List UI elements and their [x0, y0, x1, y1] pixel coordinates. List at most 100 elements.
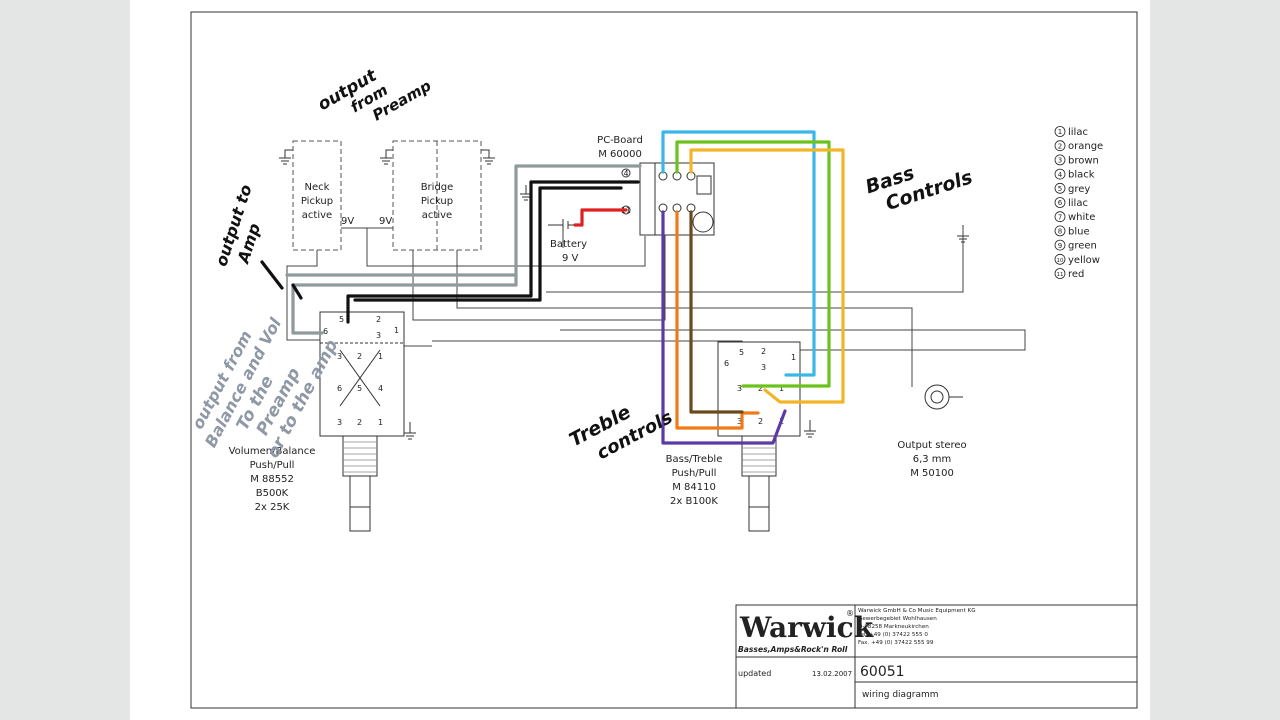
vol-pin-5: 5: [339, 315, 344, 324]
wire-orange: [675, 210, 760, 430]
vol-bot-3: 3: [337, 418, 342, 427]
output-jack: Output stereo 6,3 mm M 50100: [897, 384, 967, 479]
company-line3: D-08258 Markneukirchen: [858, 624, 929, 630]
wire-brown: [689, 210, 744, 414]
bass-treble-pot: 5 2 6 3 1 3 2 1 3 2 1 Bass/Treble Push/P…: [666, 341, 801, 532]
bt-mid-3: 3: [737, 384, 742, 393]
bt-pot-line1: Bass/Treble: [666, 454, 723, 465]
bt-pot-line4: 2x B100K: [670, 496, 718, 507]
neck-pickup-line1: Neck: [305, 182, 330, 193]
battery-label: Battery: [550, 239, 587, 250]
voltage-label-b: 9V: [379, 216, 392, 227]
legend-badge: [1054, 239, 1066, 251]
annotation-output-to-amp: output to Amp: [211, 182, 264, 268]
wire-yellow: [689, 148, 845, 404]
legend-badge: [1054, 168, 1066, 180]
wire-black: [291, 180, 640, 324]
vol-pot-line1: Volumen/Balance: [229, 446, 316, 457]
pc-pin-top: 4: [623, 169, 628, 178]
bt-pot-line3: M 84110: [672, 482, 716, 493]
vol-pot-line3: M 88552: [250, 474, 294, 485]
bt-pin-1: 1: [791, 353, 796, 362]
neck-pickup: Neck Pickup active: [292, 140, 342, 251]
legend-badge: [1054, 197, 1066, 208]
vol-pin-1: 1: [394, 326, 399, 335]
vol-pot-line5: 2x 25K: [255, 502, 290, 513]
vol-pin-2: 2: [376, 315, 381, 324]
bridge-pickup-line1: Bridge: [421, 182, 454, 193]
legend-number: 5: [1058, 185, 1062, 193]
bt-pin-3: 3: [761, 363, 766, 372]
ground-symbols: [279, 149, 969, 440]
legend-badge: [1054, 126, 1066, 137]
bt-mid-1: 1: [779, 384, 784, 393]
legend-number: 9: [1058, 242, 1062, 250]
annotation-balance-note: output from Balance and Vol To the Pream…: [188, 314, 342, 461]
legend-number: 10: [1057, 258, 1064, 264]
company-line2: Gewerbegebiet Wohlhausen: [858, 616, 937, 622]
pc-board-part: M 60000: [598, 149, 642, 160]
drawing-title: wiring diagramm: [862, 690, 939, 700]
vol-bot-2: 2: [357, 418, 362, 427]
vol-pot-line4: B500K: [256, 488, 289, 499]
bt-pin-2: 2: [761, 347, 766, 356]
bt-pin-5: 5: [739, 348, 744, 357]
legend-label: grey: [1068, 184, 1090, 195]
legend-number: 2: [1058, 142, 1062, 150]
title-block: Warwick ® Basses,Amps&Rock'n Roll Warwic…: [735, 604, 1138, 709]
vol-pin-3: 3: [376, 331, 381, 340]
wire-lilac: [661, 210, 787, 445]
legend-label: blue: [1068, 226, 1090, 237]
vol-cross-4: 4: [378, 384, 383, 393]
vol-pin-6: 6: [323, 327, 328, 336]
bridge-pickup-line2: Pickup: [421, 196, 453, 207]
company-line4: Tel. +49 (0) 37422 555 0: [857, 632, 928, 638]
bridge-pickup: Bridge Pickup active: [392, 140, 482, 251]
vol-mid-2: 2: [357, 352, 362, 361]
colored-wires: [260, 130, 845, 445]
legend-label: green: [1068, 241, 1097, 252]
slide: [130, 0, 1150, 720]
legend-number: 11: [1057, 272, 1064, 278]
vol-pot-line2: Push/Pull: [250, 460, 295, 471]
wire-red: [573, 208, 628, 227]
warwick-tagline: Basses,Amps&Rock'n Roll: [738, 645, 848, 654]
bt-mid-2: 2: [758, 384, 763, 393]
jack-line3: M 50100: [910, 468, 954, 479]
vol-mid-1: 1: [378, 352, 383, 361]
annotation-output-from-preamp: output from Preamp: [314, 65, 434, 124]
pc-board-title: PC-Board: [597, 135, 643, 146]
bt-pot-line2: Push/Pull: [672, 468, 717, 479]
legend-label: red: [1068, 269, 1084, 280]
drawing-frame: [190, 11, 1138, 709]
vol-bot-1: 1: [378, 418, 383, 427]
company-line5: Fax. +49 (0) 37422 555 99: [858, 640, 934, 646]
legend-number: 8: [1058, 228, 1062, 236]
legend-badge: [1054, 211, 1066, 223]
bt-bot-2: 2: [758, 417, 763, 426]
legend-number: 6: [1058, 199, 1063, 207]
legend-label: orange: [1068, 141, 1103, 152]
legend-badge: [1054, 268, 1066, 279]
voltage-label-a: 9V: [341, 216, 354, 227]
legend-number: 4: [1058, 171, 1063, 179]
neck-pickup-line3: active: [302, 210, 332, 221]
legend-label: brown: [1068, 155, 1099, 166]
registered-mark: ®: [846, 609, 854, 618]
legend-number: 7: [1058, 213, 1062, 221]
wire-black-amp: [260, 260, 284, 290]
legend-label: lilac: [1068, 198, 1088, 209]
jack-line2: 6,3 mm: [913, 454, 952, 465]
wire-green: [675, 140, 831, 388]
neck-pickup-line2: Pickup: [301, 196, 333, 207]
jack-line1: Output stereo: [897, 440, 966, 451]
bridge-pickup-line3: active: [422, 210, 452, 221]
legend-badge: [1054, 140, 1066, 152]
legend-number: 1: [1058, 128, 1062, 136]
legend-badge: [1054, 253, 1066, 265]
warwick-logo: Warwick: [739, 611, 874, 644]
company-line1: Warwick GmbH & Co Music Equipment KG: [858, 608, 976, 614]
annotation-treble-controls: Treble controls: [566, 401, 677, 464]
